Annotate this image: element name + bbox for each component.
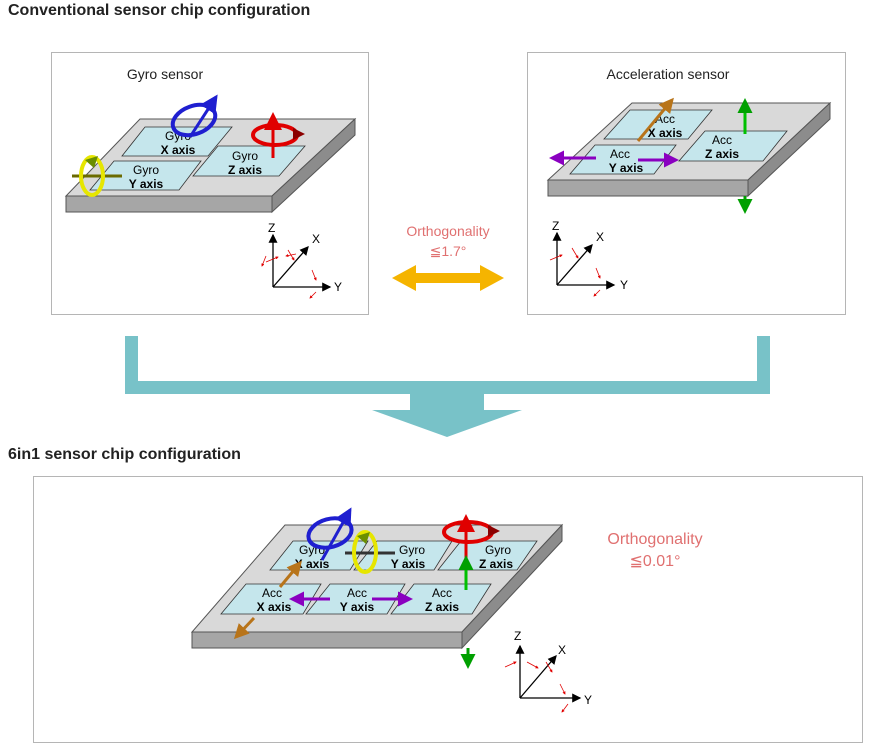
sixin1-axis-y-label: Y xyxy=(584,693,592,707)
sixin1-gyro-x-rotation-icon xyxy=(306,507,354,561)
acc-x-chip: Acc X axis xyxy=(603,109,713,140)
gyro-x-rotation-icon xyxy=(170,94,218,138)
gyro-x-chip-line2: X axis xyxy=(161,143,196,157)
sixin1-acc-z-line2: Z axis xyxy=(425,600,459,614)
acc-z-chip-line1: Acc xyxy=(712,133,732,147)
middle-orthogonality-label: Orthogonality xyxy=(406,223,489,239)
sixin1-acc-x-line1: Acc xyxy=(262,586,282,600)
double-arrow-icon xyxy=(392,265,504,291)
sixin1-acc-y-line1: Acc xyxy=(347,586,367,600)
acc-y-chip: Acc Y axis xyxy=(569,144,677,175)
sixin1-acc-x-line2: X axis xyxy=(257,600,292,614)
sixin1-axis-x-label: X xyxy=(558,643,566,657)
acc-x-chip-line2: X axis xyxy=(648,126,683,140)
gyro-y-rotation-icon xyxy=(72,155,122,197)
sixin1-acc-z-line1: Acc xyxy=(432,586,452,600)
acc-y-chip-line2: Y axis xyxy=(609,161,644,175)
sixin1-acc-arrows-icon xyxy=(233,555,476,669)
gyro-z-rotation-icon xyxy=(251,112,305,158)
gyro-z-chip: Gyro Z axis xyxy=(192,145,306,177)
gyro-y-chip-line1: Gyro xyxy=(133,163,159,177)
acc-panel-title: Acceleration sensor xyxy=(607,66,730,82)
sixin1-gyro-y-rotation-icon xyxy=(345,530,395,574)
gyro-z-chip-line1: Gyro xyxy=(232,149,258,163)
sixin1-orthogonality-value: ≦0.01° xyxy=(630,553,681,570)
gyro-x-chip-line1: Gyro xyxy=(165,129,191,143)
gyro-z-chip-line2: Z axis xyxy=(228,163,262,177)
sixin1-acc-z-chip: Acc Z axis xyxy=(390,583,492,615)
sixin1-gyro-x-line2: X axis xyxy=(295,557,330,571)
gyro-x-chip: Gyro X axis xyxy=(121,126,233,157)
gyro-axis-x-label: X xyxy=(312,232,320,246)
middle-orthogonality-value: ≦1.7° xyxy=(430,243,467,259)
sixin1-axis-z-label: Z xyxy=(514,629,521,643)
merge-flow-arrow-icon xyxy=(125,336,770,437)
sixin1-gyro-z-line1: Gyro xyxy=(485,543,511,557)
gyro-axis-z-label: Z xyxy=(268,221,275,235)
sixin1-orthogonality-label: Orthogonality xyxy=(607,531,702,548)
conventional-heading: Conventional sensor chip configuration xyxy=(8,2,311,19)
acc-axis-x-label: X xyxy=(596,230,604,244)
acc-z-chip: Acc Z axis xyxy=(678,130,788,162)
sixin1-gyro-y-line2: Y axis xyxy=(391,557,426,571)
sixin1-acc-y-line2: Y axis xyxy=(340,600,375,614)
sixin1-gyro-y-line1: Gyro xyxy=(399,543,425,557)
acc-y-chip-line1: Acc xyxy=(610,147,630,161)
acc-axes-icon: Z X Y xyxy=(549,219,628,297)
gyro-axis-y-label: Y xyxy=(334,280,342,294)
acc-arrows-icon xyxy=(549,97,753,214)
acc-axis-z-label: Z xyxy=(552,219,559,233)
gyro-panel-title: Gyro sensor xyxy=(127,66,204,82)
sixin1-gyro-z-line2: Z axis xyxy=(479,557,513,571)
sixin1-heading: 6in1 sensor chip configuration xyxy=(8,446,241,463)
sixin1-axes-icon: Z X Y xyxy=(504,629,592,713)
gyro-axes-icon: Z X Y xyxy=(261,221,342,299)
acc-axis-y-label: Y xyxy=(620,278,628,292)
acc-z-chip-line2: Z axis xyxy=(705,147,739,161)
gyro-y-chip: Gyro Y axis xyxy=(89,160,202,191)
sixin1-acc-y-chip: Acc Y axis xyxy=(305,583,406,615)
sixin1-gyro-z-rotation-icon xyxy=(442,514,500,560)
sixin1-gyro-y-chip: Gyro Y axis xyxy=(353,540,453,571)
gyro-y-chip-line2: Y axis xyxy=(129,177,164,191)
